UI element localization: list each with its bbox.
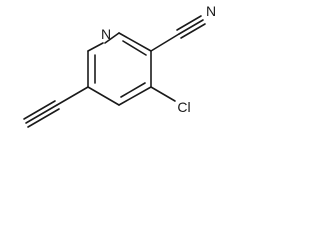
bond-c3-chlorine bbox=[150, 86, 176, 102]
ring-bond-n1-c2 bbox=[104, 32, 120, 44]
bond-c5-ethynyl-carbon bbox=[56, 86, 89, 106]
chlorine-label: Cl bbox=[177, 99, 190, 115]
ring-bond-c6-c7-double bbox=[87, 50, 96, 88]
ring-bond-c7-n1 bbox=[87, 42, 104, 52]
bond-c2-nitrile-carbon bbox=[150, 33, 180, 52]
chemical-structure-diagram: N N Cl bbox=[23, 3, 216, 128]
nitrile-triple-bond bbox=[176, 15, 206, 39]
ring-bond-c2-c3-double bbox=[118, 32, 152, 56]
ring-bond-c4-c5-double bbox=[118, 82, 152, 106]
ring-bond-c5-c6 bbox=[87, 86, 120, 106]
ethynyl-triple-bond bbox=[23, 100, 60, 128]
nitrile-nitrogen-label: N bbox=[206, 3, 216, 19]
ring-nitrogen-label: N bbox=[101, 26, 111, 42]
